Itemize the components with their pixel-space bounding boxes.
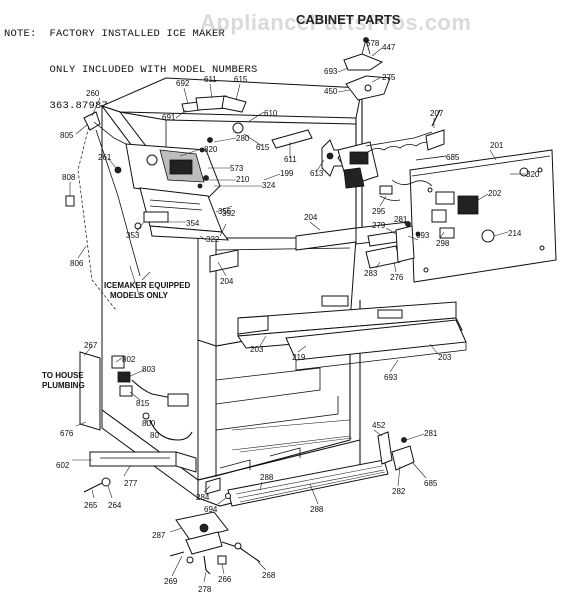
part-label: 573 — [230, 164, 244, 173]
part-label: 277 — [124, 479, 138, 488]
mid-right-brackets — [365, 221, 421, 269]
top-right-hinge — [343, 37, 391, 101]
part-label: 806 — [70, 259, 84, 268]
part-label: 203 — [438, 353, 452, 362]
part-label: 295 — [372, 207, 386, 216]
part-label: 691 — [162, 113, 176, 122]
house-plumbing-line-1: TO HOUSE — [42, 371, 84, 380]
part-label: 802 — [122, 355, 136, 364]
part-label: 282 — [392, 487, 406, 496]
part-labels: 578 447 693 275 450 692 611 615 691 610 … — [56, 39, 540, 594]
part-label: 288 — [260, 473, 274, 482]
part-label: 578 — [366, 39, 380, 48]
watermark: AppliancePartsPros.com — [200, 10, 472, 35]
part-label: 322 — [206, 235, 220, 244]
part-label: 355 — [218, 207, 232, 216]
part-label: 610 — [264, 109, 278, 118]
part-label: 693 — [324, 67, 338, 76]
part-label: 447 — [382, 43, 396, 52]
part-label: 284 — [196, 493, 210, 502]
divider-mullion — [209, 221, 467, 371]
part-label: 281 — [424, 429, 438, 438]
part-label: 204 — [220, 277, 234, 286]
part-label: 615 — [256, 143, 270, 152]
base-parts — [83, 431, 415, 575]
part-label: 693 — [384, 373, 398, 382]
part-label: 267 — [84, 341, 98, 350]
part-label: 450 — [324, 87, 338, 96]
part-label: 353 — [126, 231, 140, 240]
note-line-1: NOTE: FACTORY INSTALLED ICE MAKER — [4, 28, 226, 40]
part-label: 613 — [310, 169, 324, 178]
fan-motor-assembly — [321, 109, 447, 189]
part-label: 202 — [488, 189, 502, 198]
icemaker-note-line-2: MODELS ONLY — [110, 291, 169, 300]
part-label: 803 — [142, 365, 156, 374]
part-label: 268 — [262, 571, 276, 580]
left-side-tubes — [65, 111, 141, 277]
part-label: 352 — [222, 209, 236, 218]
part-label: 685 — [446, 153, 460, 162]
part-label: 278 — [198, 585, 212, 594]
part-label: 685 — [424, 479, 438, 488]
part-label: 615 — [234, 75, 248, 84]
part-label: 800 — [142, 419, 156, 428]
part-label: 210 — [236, 175, 250, 184]
part-label: 298 — [436, 239, 450, 248]
icemaker-assembly — [114, 143, 230, 241]
part-label: 203 — [250, 345, 264, 354]
part-label: 694 — [204, 505, 218, 514]
part-label: 261 — [98, 153, 112, 162]
part-label: 279 — [372, 221, 386, 230]
part-label: 820 — [204, 145, 218, 154]
part-label: 201 — [490, 141, 504, 150]
part-label: 280 — [236, 134, 250, 143]
part-label: 611 — [204, 75, 217, 84]
diagram-title: CABINET PARTS — [296, 12, 401, 27]
part-label: 199 — [280, 169, 294, 178]
icemaker-note-line-1: ICEMAKER EQUIPPED — [104, 281, 190, 290]
callouts: ICEMAKER EQUIPPED MODELS ONLY TO HOUSE P… — [42, 281, 190, 390]
part-label: 260 — [86, 89, 100, 98]
part-label: 283 — [364, 269, 378, 278]
part-label: 288 — [310, 505, 324, 514]
part-label: 204 — [304, 213, 318, 222]
part-label: 692 — [176, 79, 190, 88]
part-label: 324 — [262, 181, 276, 190]
part-label: 80 — [150, 431, 159, 440]
note-line-2: ONLY INCLUDED WITH MODEL NUMBERS — [4, 64, 258, 76]
part-label: 808 — [62, 173, 76, 182]
part-label: 276 — [390, 273, 404, 282]
part-label: 602 — [56, 461, 70, 470]
part-label: 214 — [508, 229, 522, 238]
leader-lines — [69, 39, 526, 583]
part-label: 805 — [60, 131, 74, 140]
part-label: 320 — [526, 170, 540, 179]
part-label: 266 — [218, 575, 232, 584]
part-label: 354 — [186, 219, 200, 228]
part-label: 269 — [164, 577, 178, 586]
part-label: 265 — [84, 501, 98, 510]
part-label: 207 — [430, 109, 444, 118]
part-label: 264 — [108, 501, 122, 510]
house-plumbing-line-2: PLUMBING — [42, 381, 85, 390]
part-label: 281 — [394, 215, 408, 224]
top-hinge-parts — [181, 95, 313, 153]
part-label: 676 — [60, 429, 74, 438]
water-line-assembly — [77, 121, 193, 441]
part-label: 219 — [292, 353, 306, 362]
part-label: 452 — [372, 421, 386, 430]
part-label: 815 — [136, 399, 150, 408]
part-label: 611 — [284, 155, 297, 164]
part-label: 693 — [416, 231, 430, 240]
part-label: 287 — [152, 531, 166, 540]
part-label: 275 — [382, 73, 396, 82]
control-panel — [379, 149, 557, 283]
